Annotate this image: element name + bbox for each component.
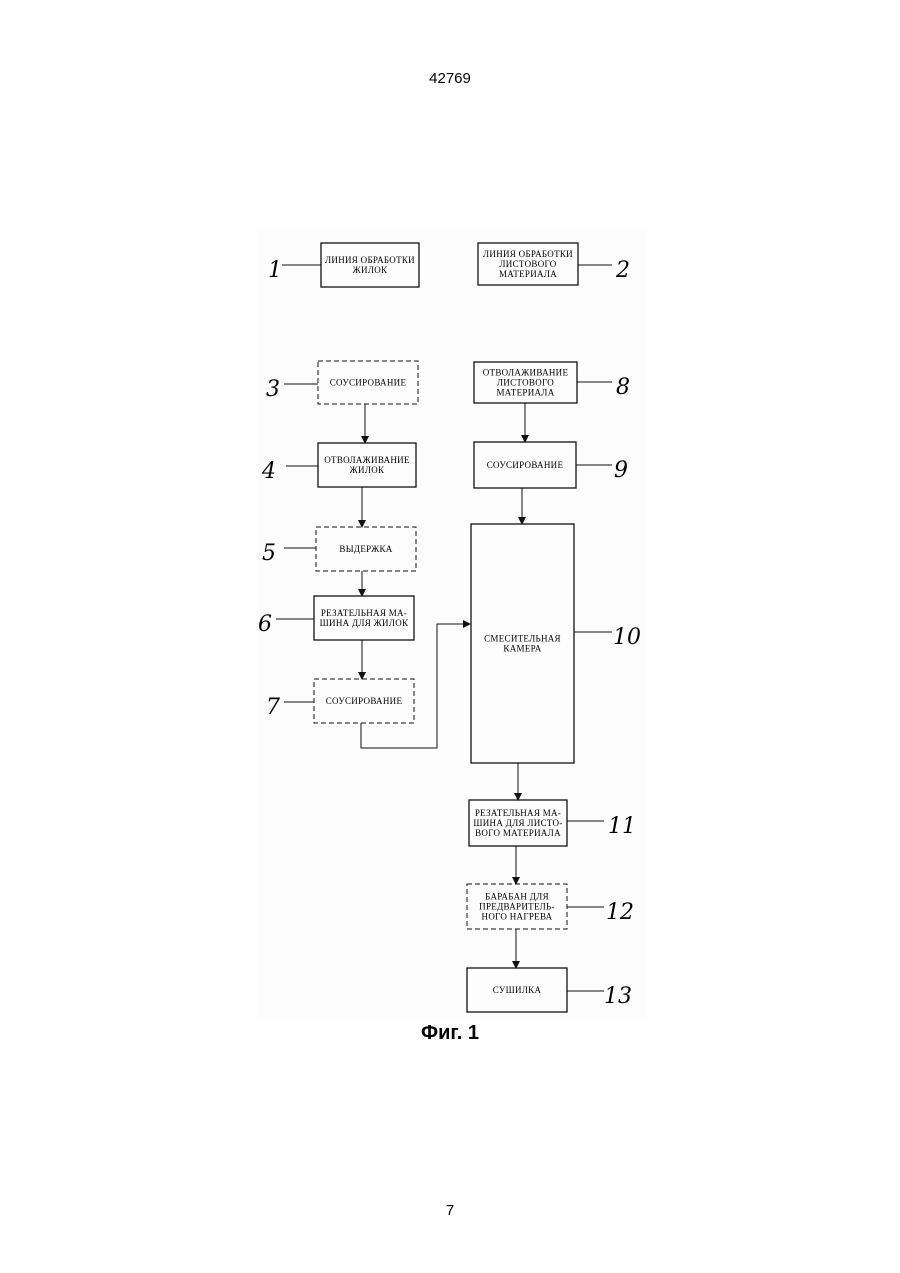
flow-blocks: ЛИНИЯ ОБРАБОТКИЖИЛОК1ЛИНИЯ ОБРАБОТКИЛИСТ…	[258, 243, 641, 1012]
block-3: СОУСИРОВАНИЕ 3	[266, 361, 418, 404]
block-12-reference-number: 12	[606, 900, 634, 925]
block-11-label-line: ВОГО МАТЕРИАЛА	[475, 828, 561, 838]
block-11-reference-number: 11	[608, 814, 636, 839]
block-13-label-line: СУШИЛКА	[493, 985, 542, 995]
block-5: ВЫДЕРЖКА 5	[262, 527, 416, 571]
block-6: РЕЗАТЕЛЬНАЯ МА-ШИНА ДЛЯ ЖИЛОК 6	[258, 596, 414, 640]
block-6-label-line: РЕЗАТЕЛЬНАЯ МА-	[321, 608, 407, 618]
block-6-reference-number: 6	[258, 612, 272, 637]
block-4-label-line: ОТВОЛАЖИВАНИЕ	[324, 455, 410, 465]
block-13-reference-number: 13	[604, 984, 632, 1009]
block-2-reference-number: 2	[615, 258, 630, 283]
block-10: СМЕСИТЕЛЬНАЯКАМЕРА 10	[471, 524, 641, 763]
block-5-reference-number: 5	[262, 541, 276, 566]
block-12-label-line: ПРЕДВАРИТЕЛЬ-	[479, 902, 555, 912]
figure-caption: Фиг. 1	[0, 1022, 900, 1045]
block-12-label-line: БАРАБАН ДЛЯ	[485, 892, 549, 902]
block-8-reference-number: 8	[616, 375, 630, 400]
block-9-label-line: СОУСИРОВАНИЕ	[487, 460, 564, 470]
block-8-label-line: ЛИСТОВОГО	[497, 378, 554, 388]
block-7: СОУСИРОВАНИЕ 7	[266, 679, 414, 723]
block-1: ЛИНИЯ ОБРАБОТКИЖИЛОК 1	[268, 243, 419, 287]
block-5-label-line: ВЫДЕРЖКА	[339, 544, 392, 554]
block-8-label-line: МАТЕРИАЛА	[496, 388, 554, 398]
page-number: 7	[0, 1202, 900, 1219]
block-3-reference-number: 3	[266, 377, 280, 402]
block-11: РЕЗАТЕЛЬНАЯ МА-ШИНА ДЛЯ ЛИСТО-ВОГО МАТЕР…	[469, 800, 636, 846]
block-12: БАРАБАН ДЛЯПРЕДВАРИТЕЛЬ-НОГО НАГРЕВА 12	[467, 884, 634, 929]
block-10-label-line: КАМЕРА	[503, 644, 541, 654]
block-8: ОТВОЛАЖИВАНИЕЛИСТОВОГОМАТЕРИАЛА 8	[474, 362, 630, 403]
block-11-label-line: РЕЗАТЕЛЬНАЯ МА-	[475, 808, 561, 818]
block-8-label-line: ОТВОЛАЖИВАНИЕ	[483, 368, 569, 378]
block-4-label-line: ЖИЛОК	[350, 465, 385, 475]
block-2: ЛИНИЯ ОБРАБОТКИЛИСТОВОГОМАТЕРИАЛА 2	[478, 243, 630, 285]
block-13: СУШИЛКА 13	[467, 968, 632, 1012]
block-7-reference-number: 7	[266, 695, 280, 720]
block-6-label-line: ШИНА ДЛЯ ЖИЛОК	[320, 618, 409, 628]
block-9-reference-number: 9	[614, 458, 628, 483]
block-1-reference-number: 1	[268, 258, 282, 283]
block-12-label-line: НОГО НАГРЕВА	[482, 912, 553, 922]
block-10-label-line: СМЕСИТЕЛЬНАЯ	[484, 634, 561, 644]
block-7-label-line: СОУСИРОВАНИЕ	[326, 696, 403, 706]
block-9: СОУСИРОВАНИЕ 9	[474, 442, 628, 488]
block-1-label-line: ЖИЛОК	[353, 265, 388, 275]
block-10-reference-number: 10	[613, 625, 641, 650]
block-2-label-line: МАТЕРИАЛА	[499, 269, 557, 279]
block-11-label-line: ШИНА ДЛЯ ЛИСТО-	[473, 818, 562, 828]
block-4: ОТВОЛАЖИВАНИЕЖИЛОК 4	[261, 443, 416, 487]
block-1-label-line: ЛИНИЯ ОБРАБОТКИ	[325, 255, 415, 265]
block-4-reference-number: 4	[261, 459, 276, 484]
arrow-7-to-10	[361, 624, 470, 748]
block-2-label-line: ЛИНИЯ ОБРАБОТКИ	[483, 249, 573, 259]
block-2-label-line: ЛИСТОВОГО	[499, 259, 556, 269]
block-3-label-line: СОУСИРОВАНИЕ	[330, 378, 407, 388]
